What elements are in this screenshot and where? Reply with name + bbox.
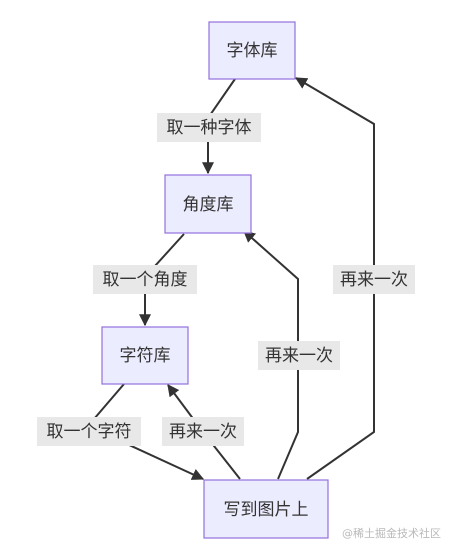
watermark: @稀土掘金技术社区 [342, 527, 441, 540]
node-label: 字体库 [227, 41, 278, 61]
edge-label-pick-angle: 取一个角度 [93, 265, 197, 294]
node-write-to-image: 写到图片上 [203, 479, 329, 539]
edge-label-pick-char: 取一个字符 [37, 417, 141, 446]
node-font-library: 字体库 [208, 21, 296, 80]
edge-label-pick-font: 取一种字体 [157, 113, 261, 142]
edge-label-again-font: 再来一次 [333, 265, 415, 294]
node-label: 角度库 [183, 195, 234, 215]
edge-label-again-angle: 再来一次 [258, 341, 340, 370]
edge-label-text: 再来一次 [169, 422, 237, 442]
node-label: 写到图片上 [224, 500, 309, 520]
edge-label-text: 取一个角度 [103, 270, 188, 290]
edge-label-text: 再来一次 [340, 270, 408, 290]
node-angle-library: 角度库 [164, 174, 252, 234]
node-label: 字符库 [120, 346, 171, 366]
edge-label-text: 再来一次 [265, 346, 333, 366]
edge-label-text: 取一个字符 [47, 422, 132, 442]
node-char-library: 字符库 [101, 326, 189, 385]
edge-label-again-char: 再来一次 [162, 417, 244, 446]
edge-label-text: 取一种字体 [167, 118, 252, 138]
